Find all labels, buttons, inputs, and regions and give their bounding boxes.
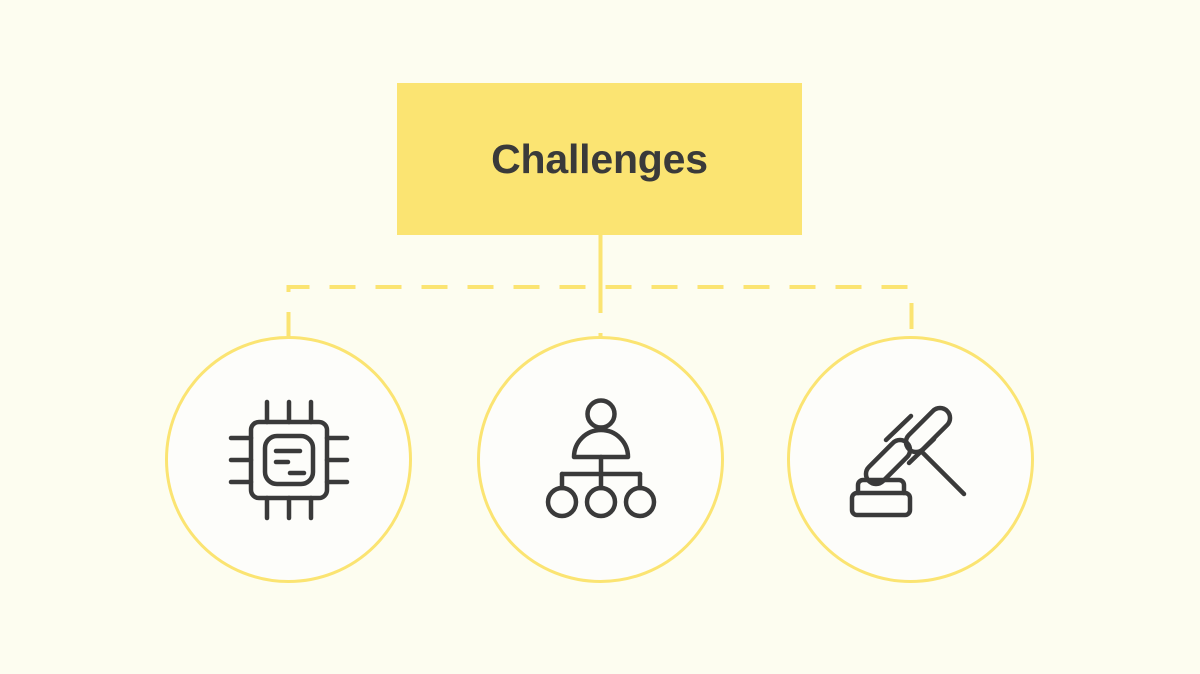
org-chart-icon xyxy=(536,395,666,525)
node-circle-3[interactable] xyxy=(787,336,1034,583)
connector-bus xyxy=(286,285,914,338)
page-title: Challenges xyxy=(491,135,708,182)
title-box[interactable]: Challenges xyxy=(397,83,802,235)
node-circle-2[interactable] xyxy=(477,336,724,583)
cpu-chip-icon xyxy=(224,395,354,525)
node-circle-1[interactable] xyxy=(165,336,412,583)
gavel-icon xyxy=(846,395,976,525)
